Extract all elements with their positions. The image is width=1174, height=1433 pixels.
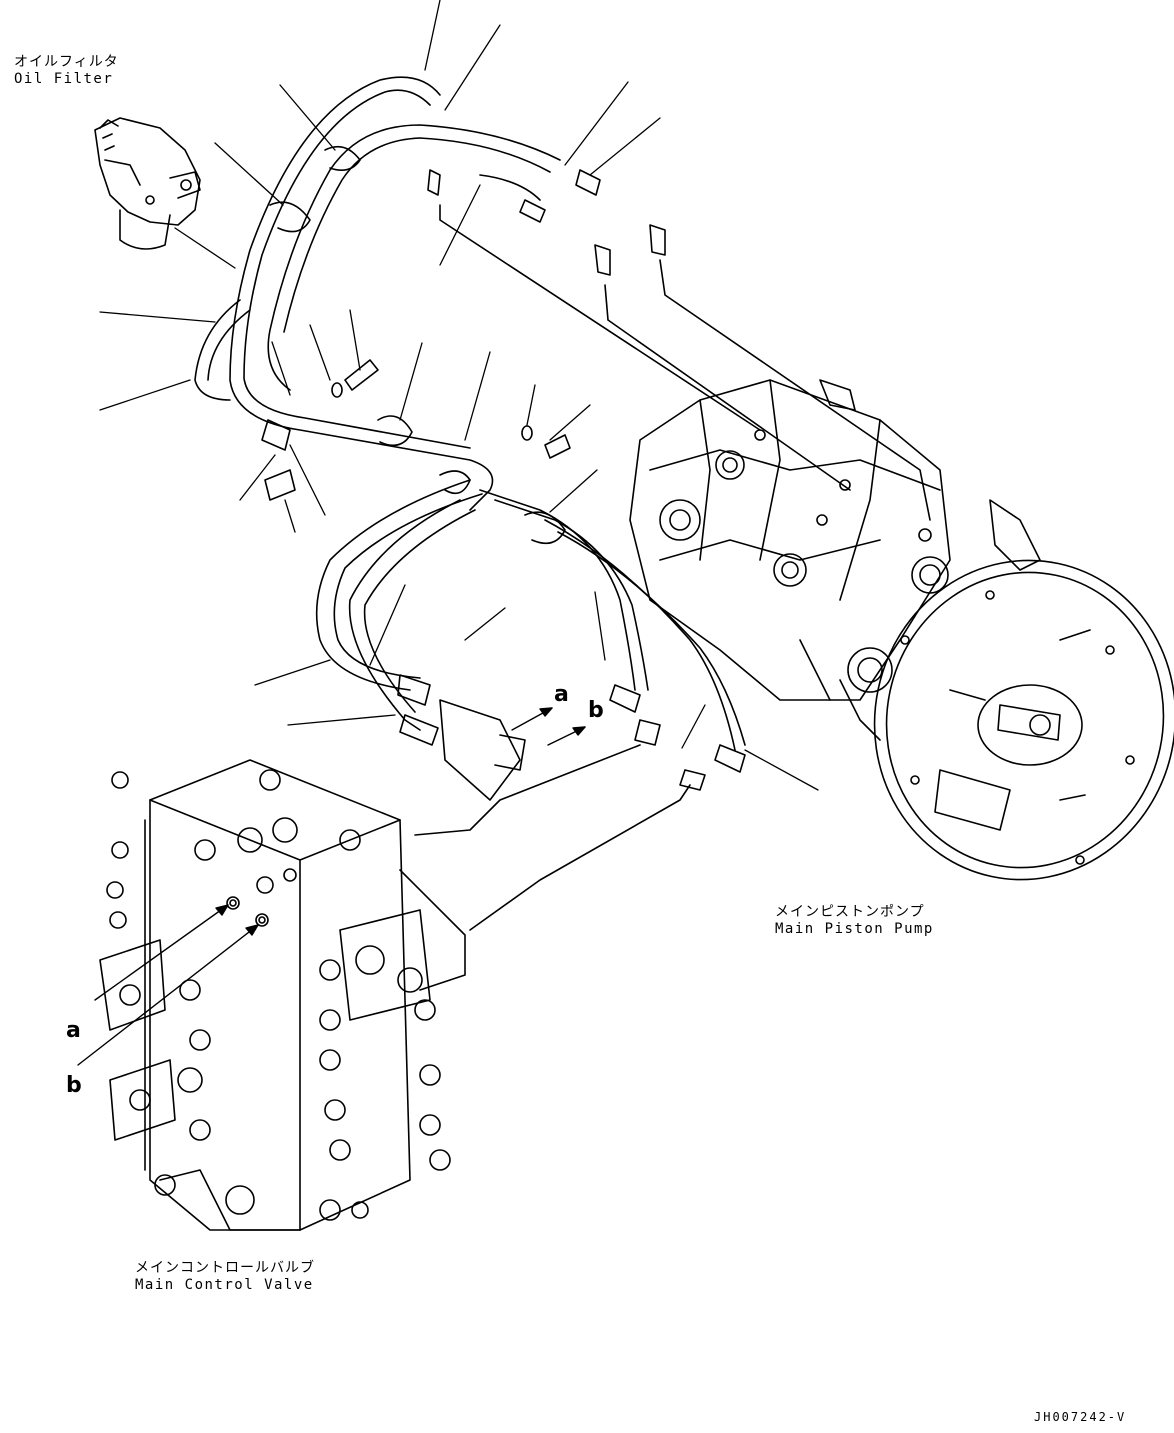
document-id: JH007242-V (1034, 1410, 1127, 1424)
leader-lines (99, 0, 819, 791)
main-control-valve-label: メインコントロールバルブ Main Control Valve (135, 1260, 315, 1294)
main-piston-pump-label-en: Main Piston Pump (775, 921, 934, 937)
callout-b-upper: b (588, 698, 604, 723)
main-piston-pump-label-jp: メインピストンポンプ (775, 904, 925, 920)
oil-filter-label-jp: オイルフィルタ (14, 54, 119, 70)
callout-b-lower: b (66, 1073, 82, 1098)
oil-filter-drawing (94, 117, 201, 250)
oil-filter-label-en: Oil Filter (14, 71, 114, 87)
callout-arrows (77, 707, 586, 1066)
hose-assembly (194, 76, 931, 931)
oil-filter-label: オイルフィルタ Oil Filter (14, 54, 119, 88)
callout-a-lower: a (66, 1018, 81, 1043)
main-control-valve-label-en: Main Control Valve (135, 1277, 314, 1293)
main-piston-pump-drawing (629, 379, 1174, 881)
main-piston-pump-label: メインピストンポンプ Main Piston Pump (775, 904, 934, 938)
callout-a-upper: a (554, 682, 569, 707)
main-control-valve-drawing (99, 759, 466, 1231)
main-control-valve-label-jp: メインコントロールバルブ (135, 1260, 315, 1276)
